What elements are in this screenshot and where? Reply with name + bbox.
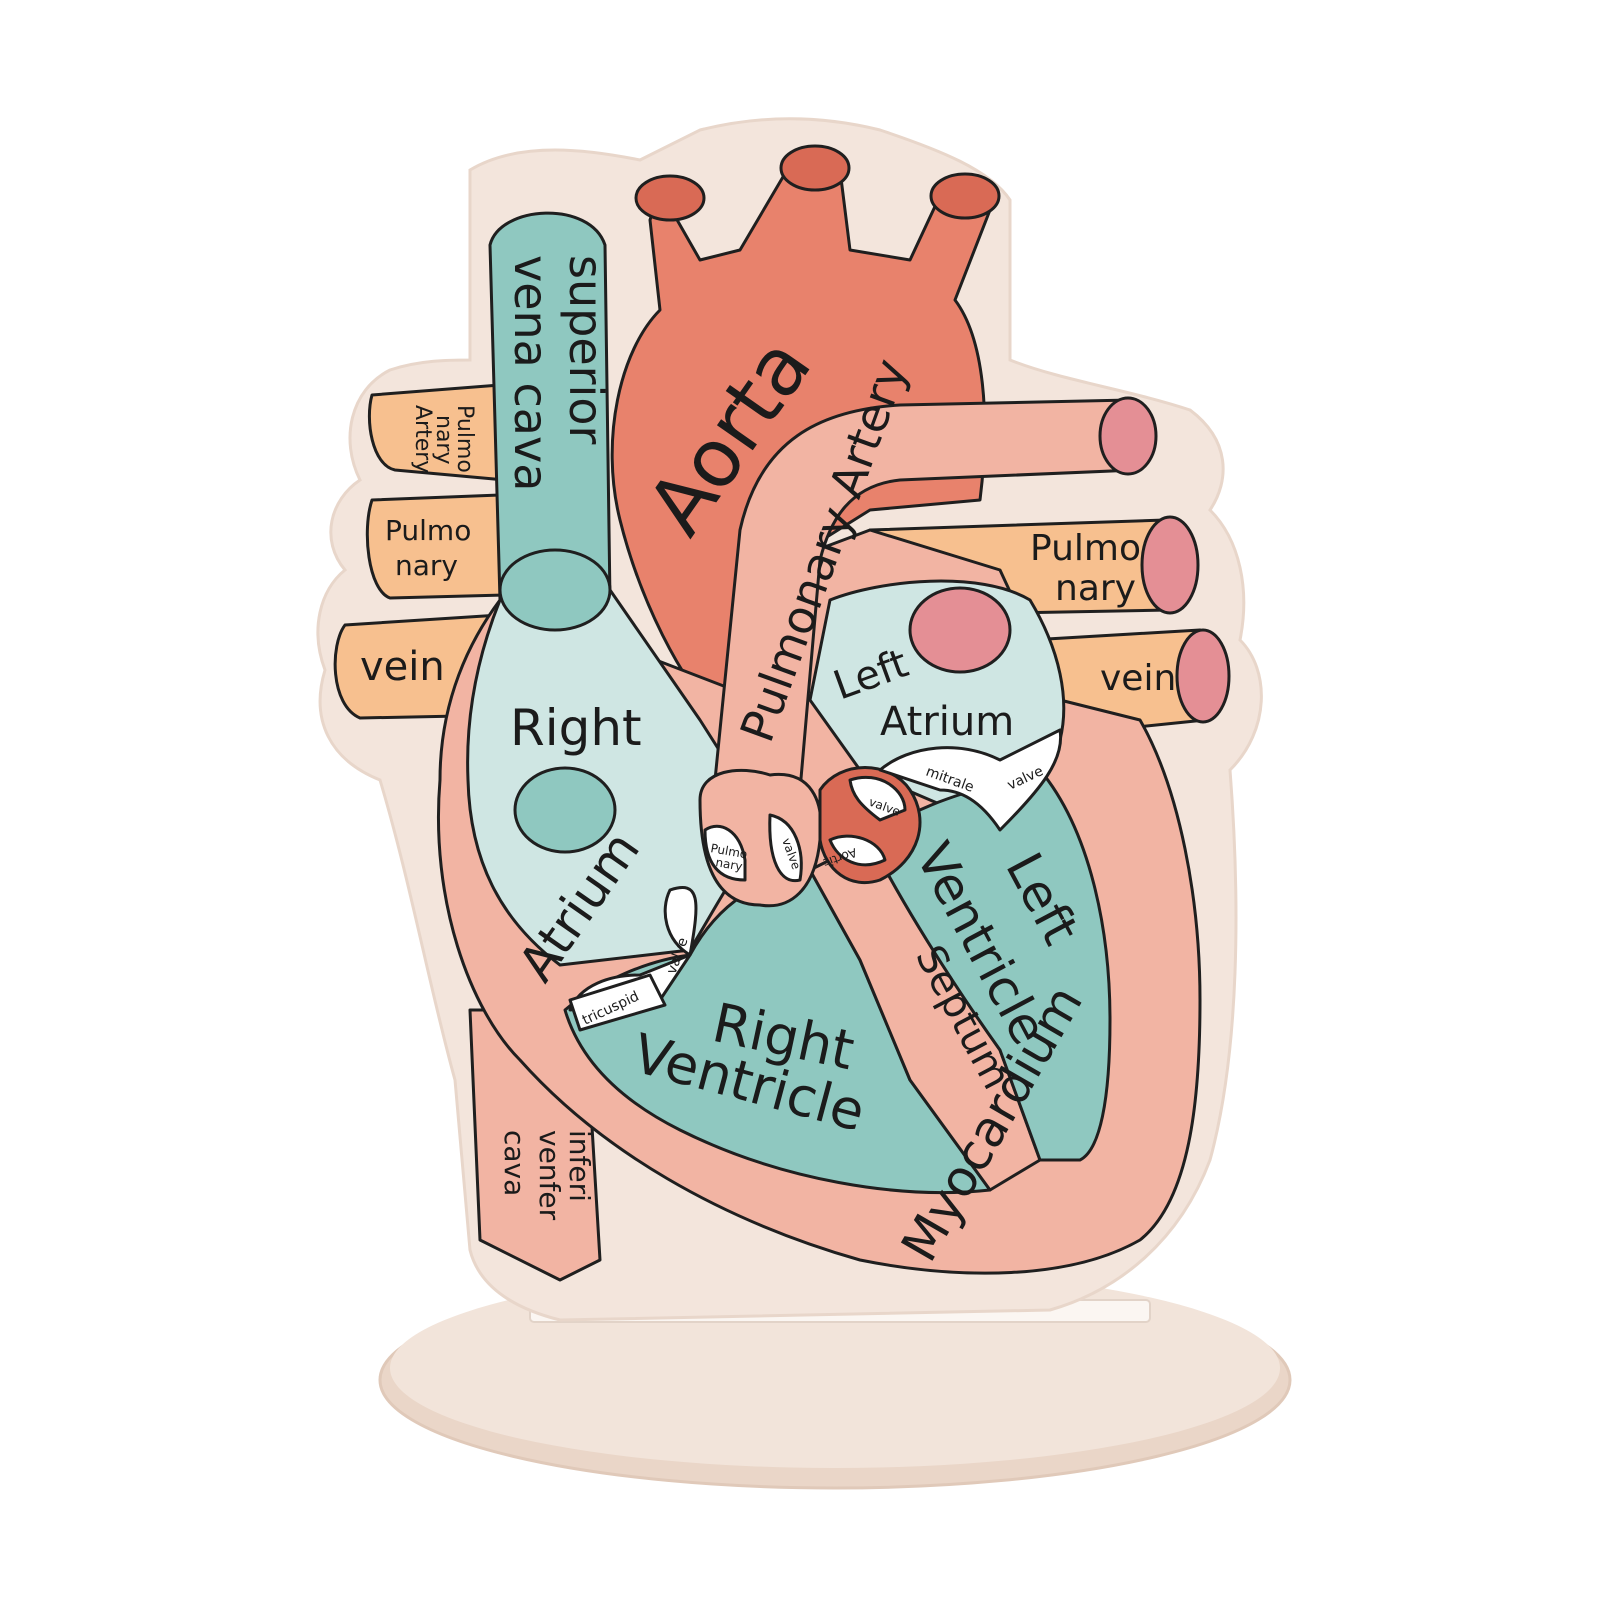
ivc-label-line2: venfer	[533, 1130, 566, 1221]
mitral-valve	[878, 728, 1063, 832]
right-pulmonary-vein-top	[868, 515, 1200, 617]
right-atrium-label-line1: Right	[510, 699, 642, 757]
left-pv-top-label-line2: nary	[395, 549, 458, 582]
right-ventricle	[563, 868, 992, 1194]
ivc-label-line1: inferi	[563, 1130, 596, 1202]
left-pa-label-line1: Pulmo	[452, 405, 477, 473]
left-pv-bottom-label: vein	[360, 644, 445, 690]
pulmonary-valve	[698, 768, 823, 908]
tricuspid-valve	[568, 886, 698, 1032]
right-pv-top-label-line2: nary	[1055, 568, 1136, 609]
left-pulmonary-vein-top	[365, 493, 507, 600]
aortic-valve	[818, 766, 922, 885]
left-pulmonary-artery	[367, 383, 507, 482]
pulmonary-artery	[713, 396, 1158, 792]
svc-label-line2: vena cava	[504, 255, 558, 491]
superior-vena-cava	[488, 211, 612, 602]
pulm-valve-label-line1: Pulmo	[709, 841, 748, 861]
pulm-valve-label-line2: nary	[714, 855, 743, 873]
left-pa-label-line2: nary	[431, 415, 456, 465]
left-pa-label-line3: Artery	[410, 405, 435, 473]
left-atrium-label-line2: Atrium	[880, 699, 1014, 745]
svc-label-line1: superior	[559, 255, 613, 444]
left-pv-top-label-line1: Pulmo	[385, 514, 471, 547]
right-pv-bottom-label: vein	[1100, 658, 1176, 699]
right-atrium	[466, 548, 772, 967]
ivc-label-line3: cava	[498, 1130, 531, 1196]
right-pv-top-label-line1: Pulmo	[1030, 528, 1141, 569]
